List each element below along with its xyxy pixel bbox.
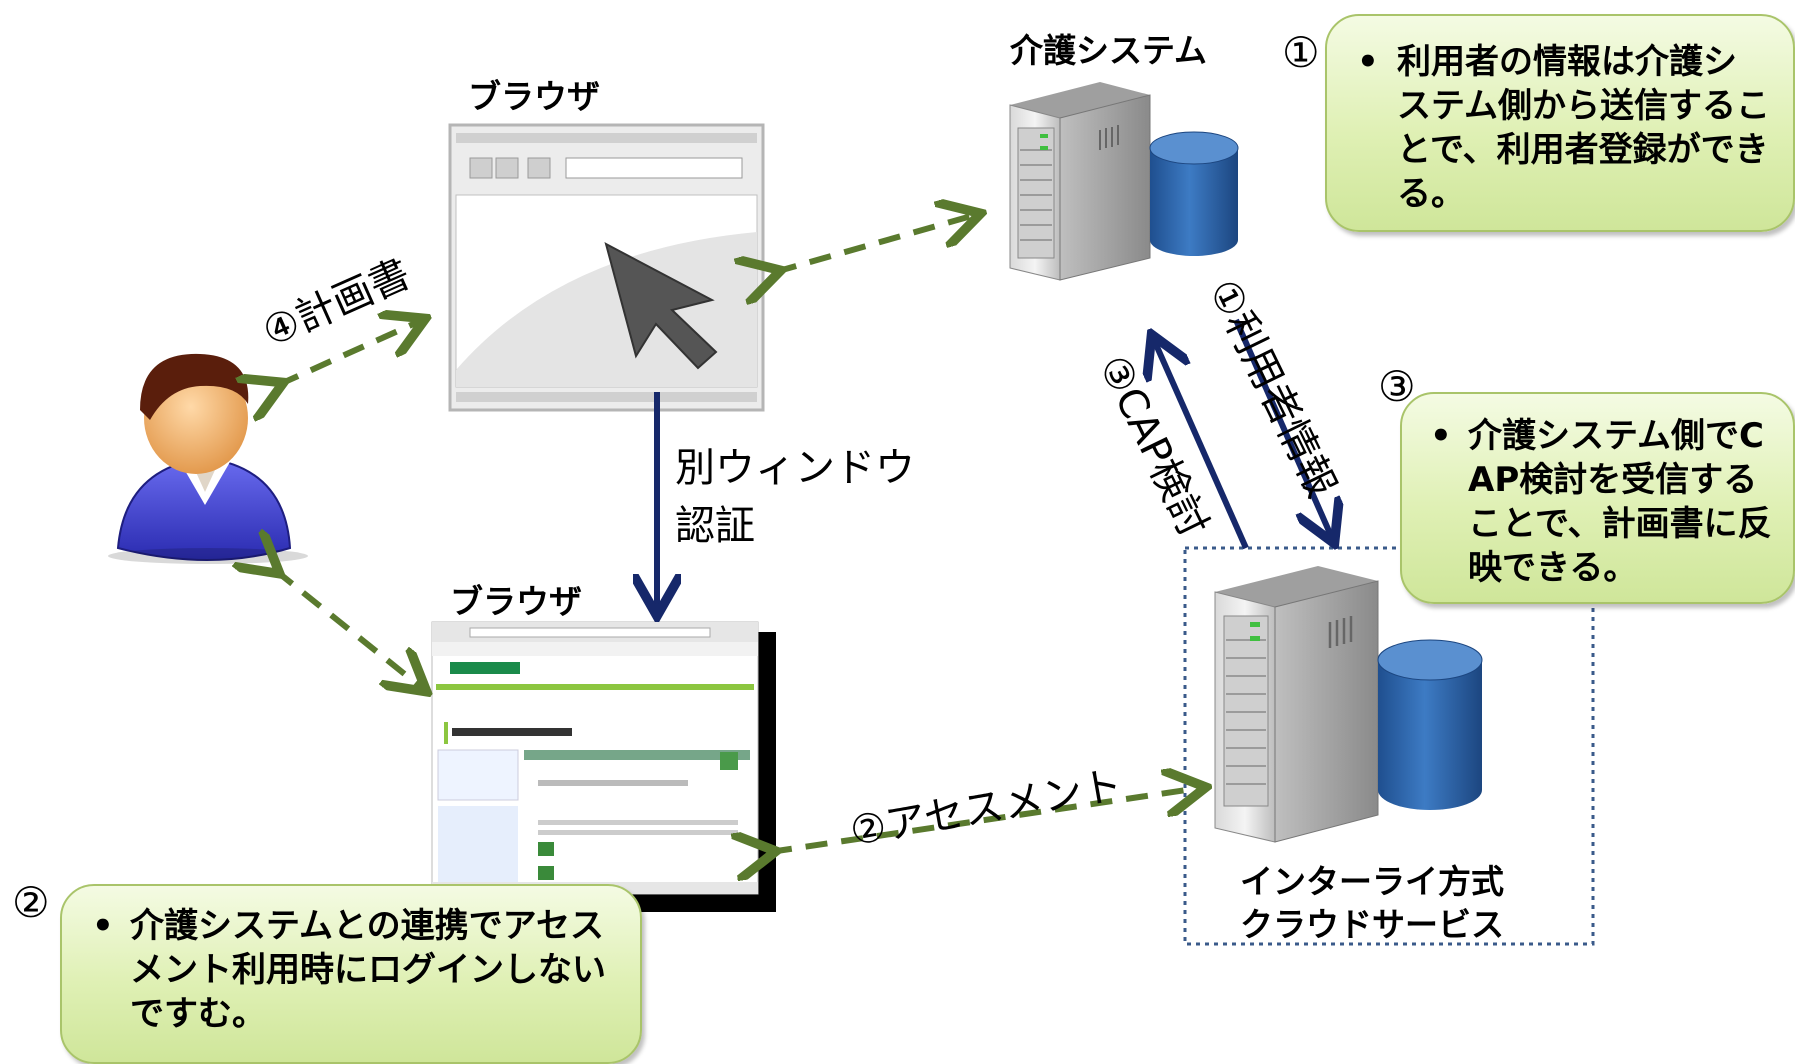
- arrow-user-browser-bottom: [275, 570, 422, 688]
- user-person-icon: [108, 353, 308, 564]
- callout-user-registration: • 利用者の情報は介護シ ステム側から送信するこ とで、利用者登録ができ る。: [1325, 14, 1795, 232]
- browser-bottom-label: ブラウザ: [450, 582, 582, 621]
- callout-cap-receive: • 介護システム側でC AP検討を受信する ことで、計画書に反 映できる。: [1400, 392, 1795, 604]
- callout-bullet: •: [1430, 416, 1452, 456]
- cloud-server-icon: [1214, 566, 1379, 843]
- cloud-database-icon: [1377, 639, 1483, 810]
- callout-line: 利用者の情報は介護シ: [1397, 42, 1737, 82]
- browser-window-icon: [448, 123, 765, 412]
- separate-window-label: 別ウィンドウ: [675, 445, 915, 491]
- callout-line: 介護システム側でC: [1468, 416, 1764, 456]
- callout-bullet: •: [92, 906, 114, 946]
- cloud-service-label-line1: インターライ方式: [1240, 862, 1504, 901]
- callout-line: メント利用時にログインしない: [130, 950, 606, 990]
- diagram-graphics: [108, 82, 1595, 946]
- callout-line: ステム側から送信するこ: [1397, 86, 1770, 126]
- callout-line: 映できる。: [1468, 548, 1638, 588]
- arrow-cap: [1154, 340, 1249, 550]
- arrow-user-browser: [278, 321, 420, 385]
- auth-label: 認証: [675, 503, 755, 549]
- care-system-label: 介護システム: [1010, 31, 1208, 70]
- callout-line: ことで、計画書に反: [1468, 504, 1772, 544]
- arrow-user-info: [1233, 318, 1332, 538]
- cloud-service-label-line2: クラウドサービス: [1240, 905, 1504, 944]
- marker-two: ②: [12, 878, 50, 927]
- callout-line: ですむ。: [130, 994, 266, 1034]
- callout-line: る。: [1397, 174, 1465, 214]
- care-system-server-icon: [1009, 82, 1151, 281]
- marker-one: ①: [1282, 28, 1320, 77]
- arrow-browser-care-system: [775, 215, 975, 272]
- callout-line: とで、利用者登録ができ: [1397, 130, 1769, 170]
- callout-bullet: •: [1357, 42, 1379, 82]
- browser-top-label: ブラウザ: [468, 77, 600, 116]
- callout-line: 介護システムとの連携でアセス: [130, 906, 604, 946]
- browser-screenshot: [431, 621, 776, 912]
- callout-no-login: • 介護システムとの連携でアセス メント利用時にログインしない ですむ。: [60, 884, 642, 1064]
- callout-line: AP検討を受信する: [1468, 460, 1758, 500]
- care-system-database-icon: [1149, 131, 1239, 256]
- cloud-service-boundary: [1183, 546, 1595, 946]
- arrow-assessment: [770, 788, 1200, 852]
